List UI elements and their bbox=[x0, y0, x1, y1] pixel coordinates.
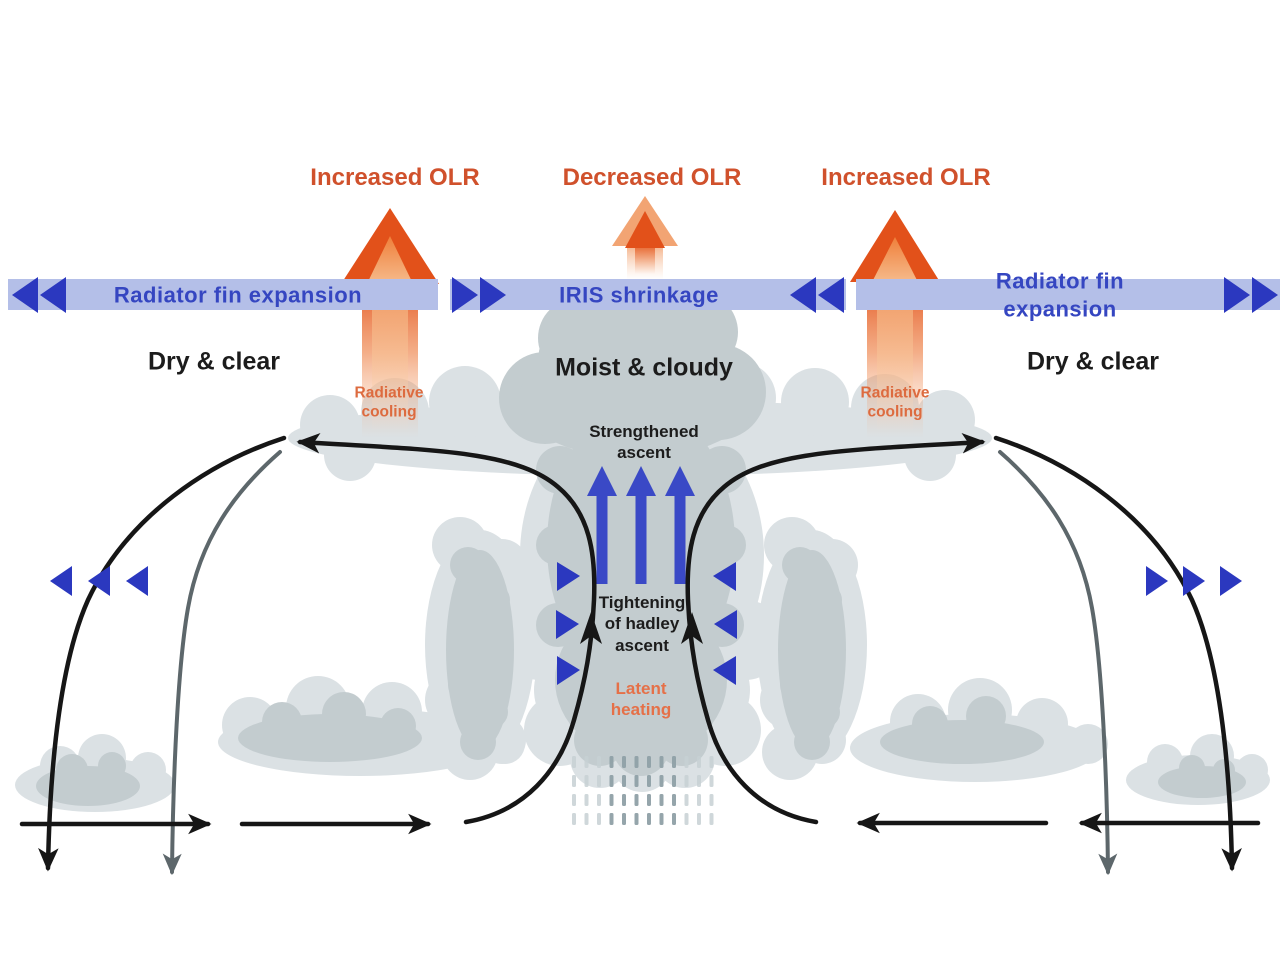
expansion-double-triangle-left-icon bbox=[12, 277, 66, 313]
subsidence-inner-left bbox=[162, 450, 282, 876]
subsidence-outer-left bbox=[38, 435, 287, 872]
mid-column-up-arrowheads bbox=[580, 612, 703, 644]
rain-dashes bbox=[572, 756, 714, 825]
subsidence-outer-right bbox=[993, 435, 1242, 872]
fin-expansion-triangles-left bbox=[50, 566, 148, 596]
label-tightening-hadley-ascent: Tightening of hadley ascent bbox=[598, 593, 686, 655]
label-dry-clear-right: Dry & clear bbox=[1026, 347, 1160, 376]
label-iris-shrinkage: IRIS shrinkage bbox=[559, 282, 719, 308]
label-increased-olr-left: Increased OLR bbox=[310, 164, 480, 191]
fin-expansion-triangles-right bbox=[1146, 566, 1242, 596]
label-increased-olr-right: Increased OLR bbox=[821, 164, 991, 191]
hadley-streamlines bbox=[19, 432, 1261, 876]
label-radiator-fin-left: Radiator fin expansion bbox=[113, 282, 363, 308]
label-moist-cloudy: Moist & cloudy bbox=[555, 353, 733, 382]
label-radiative-cooling-left: Radiative cooling bbox=[354, 384, 424, 421]
radiator-fin-bar-left bbox=[8, 277, 438, 313]
label-dry-clear-left: Dry & clear bbox=[147, 347, 281, 376]
label-radiative-cooling-right: Radiative cooling bbox=[860, 384, 930, 421]
subsidence-inner-right bbox=[998, 450, 1118, 876]
label-radiator-fin-right: Radiator fin expansion bbox=[995, 268, 1125, 322]
convergence-triangles bbox=[556, 562, 737, 685]
expansion-double-triangle-right-icon bbox=[1224, 277, 1278, 313]
strengthened-ascent-arrows bbox=[587, 466, 695, 584]
radiator-fin-bar-right bbox=[856, 277, 1280, 313]
iris-shrinkage-bar bbox=[450, 277, 846, 313]
shrinkage-double-triangle-left-icon bbox=[790, 277, 844, 313]
label-strengthened-ascent: Strengthened ascent bbox=[589, 421, 699, 462]
label-latent-heating: Latent heating bbox=[610, 678, 672, 719]
ascent-outflow-right bbox=[685, 432, 986, 825]
ascent-outflow-left bbox=[296, 432, 597, 825]
olr-arrow-center bbox=[612, 196, 678, 280]
shrinkage-double-triangle-right-icon bbox=[452, 277, 506, 313]
label-decreased-olr: Decreased OLR bbox=[562, 164, 742, 191]
